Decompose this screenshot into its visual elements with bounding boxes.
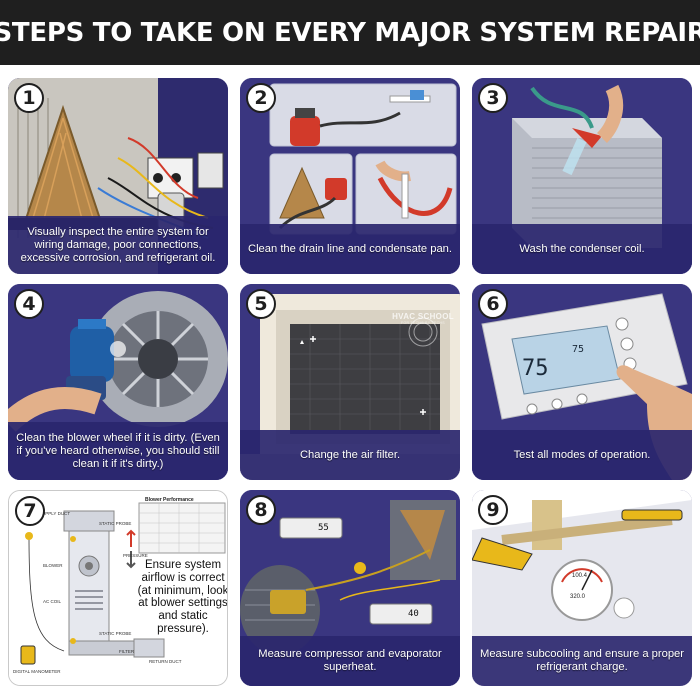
step-1-caption: Visually inspect the entire system for w… xyxy=(20,225,216,264)
step-8-number-badge: 8 xyxy=(246,495,276,525)
step-3-panel: 3 Wash the condenser coil. xyxy=(472,78,692,274)
step-7-caption: Ensure system airflow is correct (at min… xyxy=(137,559,228,635)
superheat-reading-bottom: 40 xyxy=(408,609,419,619)
step-4-caption: Clean the blower wheel if it is dirty. (… xyxy=(16,431,220,470)
label-supply-duct: SUPPLY DUCT xyxy=(39,511,71,516)
steps-grid: 1 Visually inspect the entire system for… xyxy=(0,65,700,700)
label-static-probe-bottom: STATIC PROBE xyxy=(99,631,132,636)
step-8-caption: Measure compressor and evaporator superh… xyxy=(258,648,442,673)
step-2-panel: 2 Clean the drain line and condensate pa… xyxy=(240,78,460,274)
step-4-panel: 4 Clean the blower wheel if it is dirty.… xyxy=(8,284,228,480)
label-digital-manometer: DIGITAL MANOMETER xyxy=(13,669,61,674)
step-7-illustration xyxy=(9,491,227,685)
step-8-caption-box: Measure compressor and evaporator superh… xyxy=(240,636,460,686)
step-4-number-badge: 4 xyxy=(14,289,44,319)
step-2-caption: Clean the drain line and condensate pan. xyxy=(247,242,452,255)
step-9-panel: 100.4 320.0 9 Measure subcooling and ens… xyxy=(472,490,692,686)
step-5-caption-box: Change the air filter. xyxy=(240,430,460,480)
step-1-panel: 1 Visually inspect the entire system for… xyxy=(8,78,228,274)
step-9-caption: Measure subcooling and ensure a proper r… xyxy=(480,648,684,673)
hvac-school-watermark: HVAC SCHOOL FOR TECHS BY TECHS xyxy=(388,312,458,325)
watermark-tagline: FOR TECHS BY TECHS xyxy=(401,321,445,325)
thermostat-display-left: 75 xyxy=(522,356,549,381)
step-6-panel: 75 75 6 Test all modes of operation. xyxy=(472,284,692,480)
label-static-probe-top: STATIC PROBE xyxy=(99,521,132,526)
gauge-upper-value: 100.4 xyxy=(572,573,588,579)
step-1-illustration xyxy=(8,78,228,274)
step-5-number-badge: 5 xyxy=(246,289,276,319)
step-6-number-badge: 6 xyxy=(478,289,508,319)
label-ac-coil: AC COIL xyxy=(43,599,62,604)
step-4-caption-box: Clean the blower wheel if it is dirty. (… xyxy=(8,422,228,480)
step-3-number-badge: 3 xyxy=(478,83,508,113)
step-6-caption: Test all modes of operation. xyxy=(513,448,651,461)
gauge-lower-value: 320.0 xyxy=(570,594,586,600)
step-9-number-badge: 9 xyxy=(478,495,508,525)
step-5-caption: Change the air filter. xyxy=(299,448,401,461)
step-9-caption-box: Measure subcooling and ensure a proper r… xyxy=(472,636,692,686)
step-1-caption-box: Visually inspect the entire system for w… xyxy=(8,216,228,274)
label-filter: FILTER xyxy=(119,649,135,654)
step-3-caption-box: Wash the condenser coil. xyxy=(472,224,692,274)
step-5-panel: HVAC SCHOOL FOR TECHS BY TECHS 5 Change … xyxy=(240,284,460,480)
step-7-number-badge: 7 xyxy=(15,496,45,526)
label-blower: BLOWER xyxy=(43,563,63,568)
label-pressure: PRESSURE xyxy=(123,553,148,558)
step-7-panel: Blower Performance SUPPLY DUCT STATIC PR… xyxy=(8,490,228,686)
page-title: STEPS TO TAKE ON EVERY MAJOR SYSTEM REPA… xyxy=(0,17,700,48)
label-return-duct: RETURN DUCT xyxy=(149,659,182,664)
blower-table-title: Blower Performance xyxy=(145,497,194,503)
step-2-number-badge: 2 xyxy=(246,83,276,113)
header: STEPS TO TAKE ON EVERY MAJOR SYSTEM REPA… xyxy=(0,0,700,65)
step-2-caption-box: Clean the drain line and condensate pan. xyxy=(240,224,460,274)
step-6-caption-box: Test all modes of operation. xyxy=(472,430,692,480)
step-1-number-badge: 1 xyxy=(14,83,44,113)
superheat-reading-top: 55 xyxy=(318,523,329,533)
step-8-panel: 55 40 8 Measure compressor and evaporato… xyxy=(240,490,460,686)
step-3-caption: Wash the condenser coil. xyxy=(519,242,645,255)
watermark-brand: HVAC SCHOOL xyxy=(392,312,454,321)
thermostat-display-right: 75 xyxy=(572,344,585,355)
